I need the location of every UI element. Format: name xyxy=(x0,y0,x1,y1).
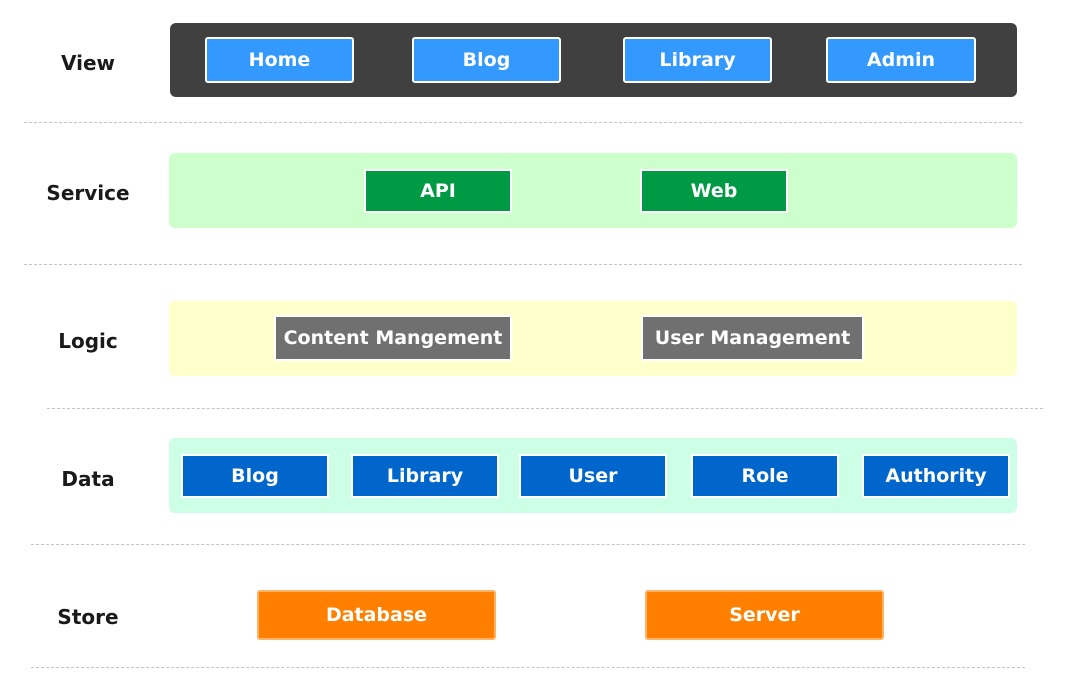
logic-item-content-management: Content Mangement xyxy=(274,315,512,361)
layer-label-service: Service xyxy=(46,181,130,205)
store-item-database: Database xyxy=(257,590,496,640)
data-item-blog: Blog xyxy=(181,454,329,498)
divider-view-service xyxy=(24,122,1022,123)
service-item-api: API xyxy=(364,169,512,213)
layer-label-logic: Logic xyxy=(58,329,118,353)
view-item-home: Home xyxy=(205,37,354,83)
data-item-role: Role xyxy=(691,454,839,498)
service-item-web: Web xyxy=(640,169,788,213)
store-item-server: Server xyxy=(645,590,884,640)
divider-service-logic xyxy=(24,264,1022,265)
data-item-authority: Authority xyxy=(862,454,1010,498)
logic-item-user-management: User Management xyxy=(641,315,864,361)
divider-logic-data xyxy=(47,408,1043,409)
data-item-user: User xyxy=(519,454,667,498)
service-layer-band xyxy=(169,153,1017,228)
view-item-blog: Blog xyxy=(412,37,561,83)
data-item-library: Library xyxy=(351,454,499,498)
view-item-admin: Admin xyxy=(826,37,976,83)
divider-data-store xyxy=(31,544,1025,545)
layer-label-store: Store xyxy=(57,605,119,629)
layer-label-data: Data xyxy=(61,467,115,491)
divider-bottom xyxy=(31,667,1025,668)
view-item-library: Library xyxy=(623,37,772,83)
layer-label-view: View xyxy=(60,51,116,75)
